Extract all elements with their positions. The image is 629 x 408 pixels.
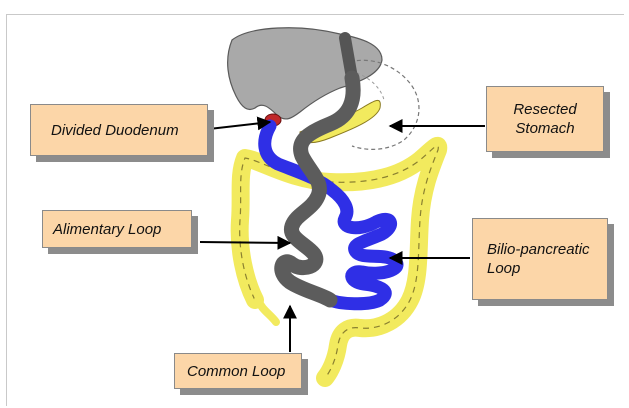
callout-biliopancreatic-loop: Bilio-pancreatic Loop (472, 218, 608, 300)
callout-alimentary-loop: Alimentary Loop (42, 210, 192, 248)
label-resected-stomach-line2: Stomach (515, 119, 574, 138)
label-biliopancreatic-line2: Loop (487, 259, 520, 278)
label-biliopancreatic-line1: Bilio-pancreatic (487, 240, 590, 259)
label-common-loop: Common Loop (187, 362, 285, 381)
arrow-divided-duodenum (209, 122, 270, 129)
callout-resected-stomach: Resected Stomach (486, 86, 604, 152)
callout-common-loop: Common Loop (174, 353, 302, 389)
arrow-alimentary-loop (200, 242, 290, 243)
label-divided-duodenum: Divided Duodenum (51, 121, 179, 140)
appendix (258, 300, 276, 322)
label-resected-stomach-line1: Resected (513, 100, 576, 119)
callout-divided-duodenum: Divided Duodenum (30, 104, 208, 156)
label-alimentary-loop: Alimentary Loop (53, 220, 161, 239)
colon (240, 146, 439, 378)
